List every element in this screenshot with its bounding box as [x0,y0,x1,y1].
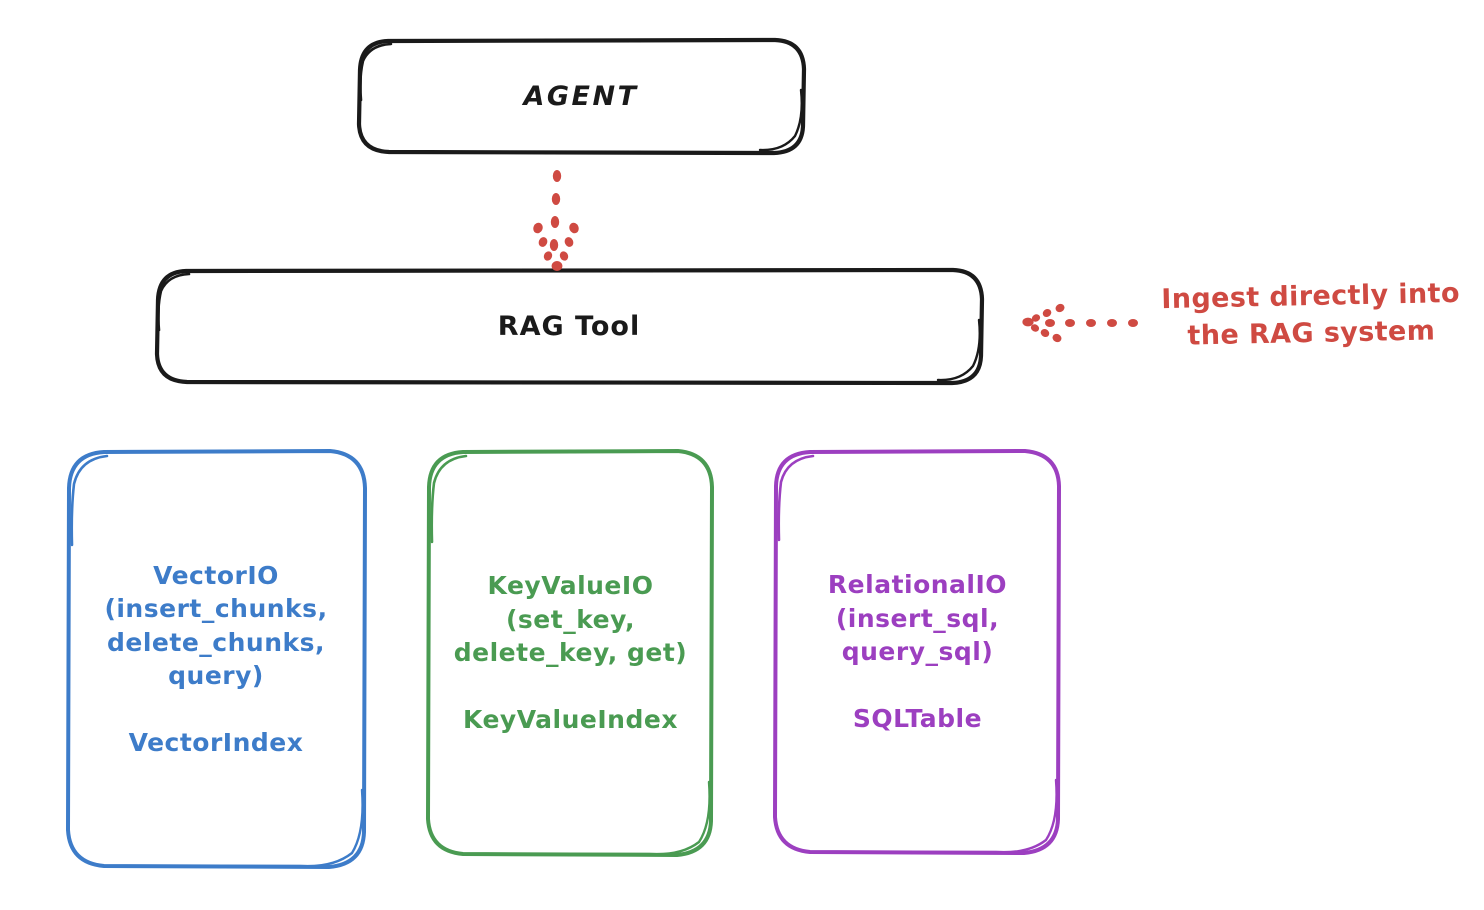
keyvalueio-node[interactable]: KeyValueIO (set_key, delete_key, get) Ke… [428,450,713,856]
rag-tool-node-label: RAG Tool [497,311,641,343]
ragtool-box-outline [154,267,985,386]
agent-to-ragtool-arrow [533,170,579,271]
vectorio-node[interactable]: VectorIO (insert_chunks, delete_chunks, … [66,450,366,868]
relationalio-box-outline [773,449,1061,855]
agent-node-label: AGENT [523,81,639,113]
relationalio-node[interactable]: RelationalIO (insert_sql, query_sql) SQL… [775,450,1060,854]
keyvalueio-node-label: KeyValueIO (set_key, delete_key, get) Ke… [453,571,688,735]
rag-tool-node[interactable]: RAG Tool [156,270,982,384]
annotation-to-ragtool-arrow [1022,303,1138,343]
keyvalueio-box-outline [426,449,714,857]
vectorio-node-label: VectorIO (insert_chunks, delete_chunks, … [104,560,328,758]
agent-node[interactable]: AGENT [358,40,804,154]
relationalio-node-label: RelationalIO (insert_sql, query_sql) SQL… [827,570,1008,734]
vectorio-box-outline [66,449,367,869]
agent-box-outline [356,37,807,156]
ingest-annotation-text: Ingest directly into the RAG system [1161,277,1461,352]
